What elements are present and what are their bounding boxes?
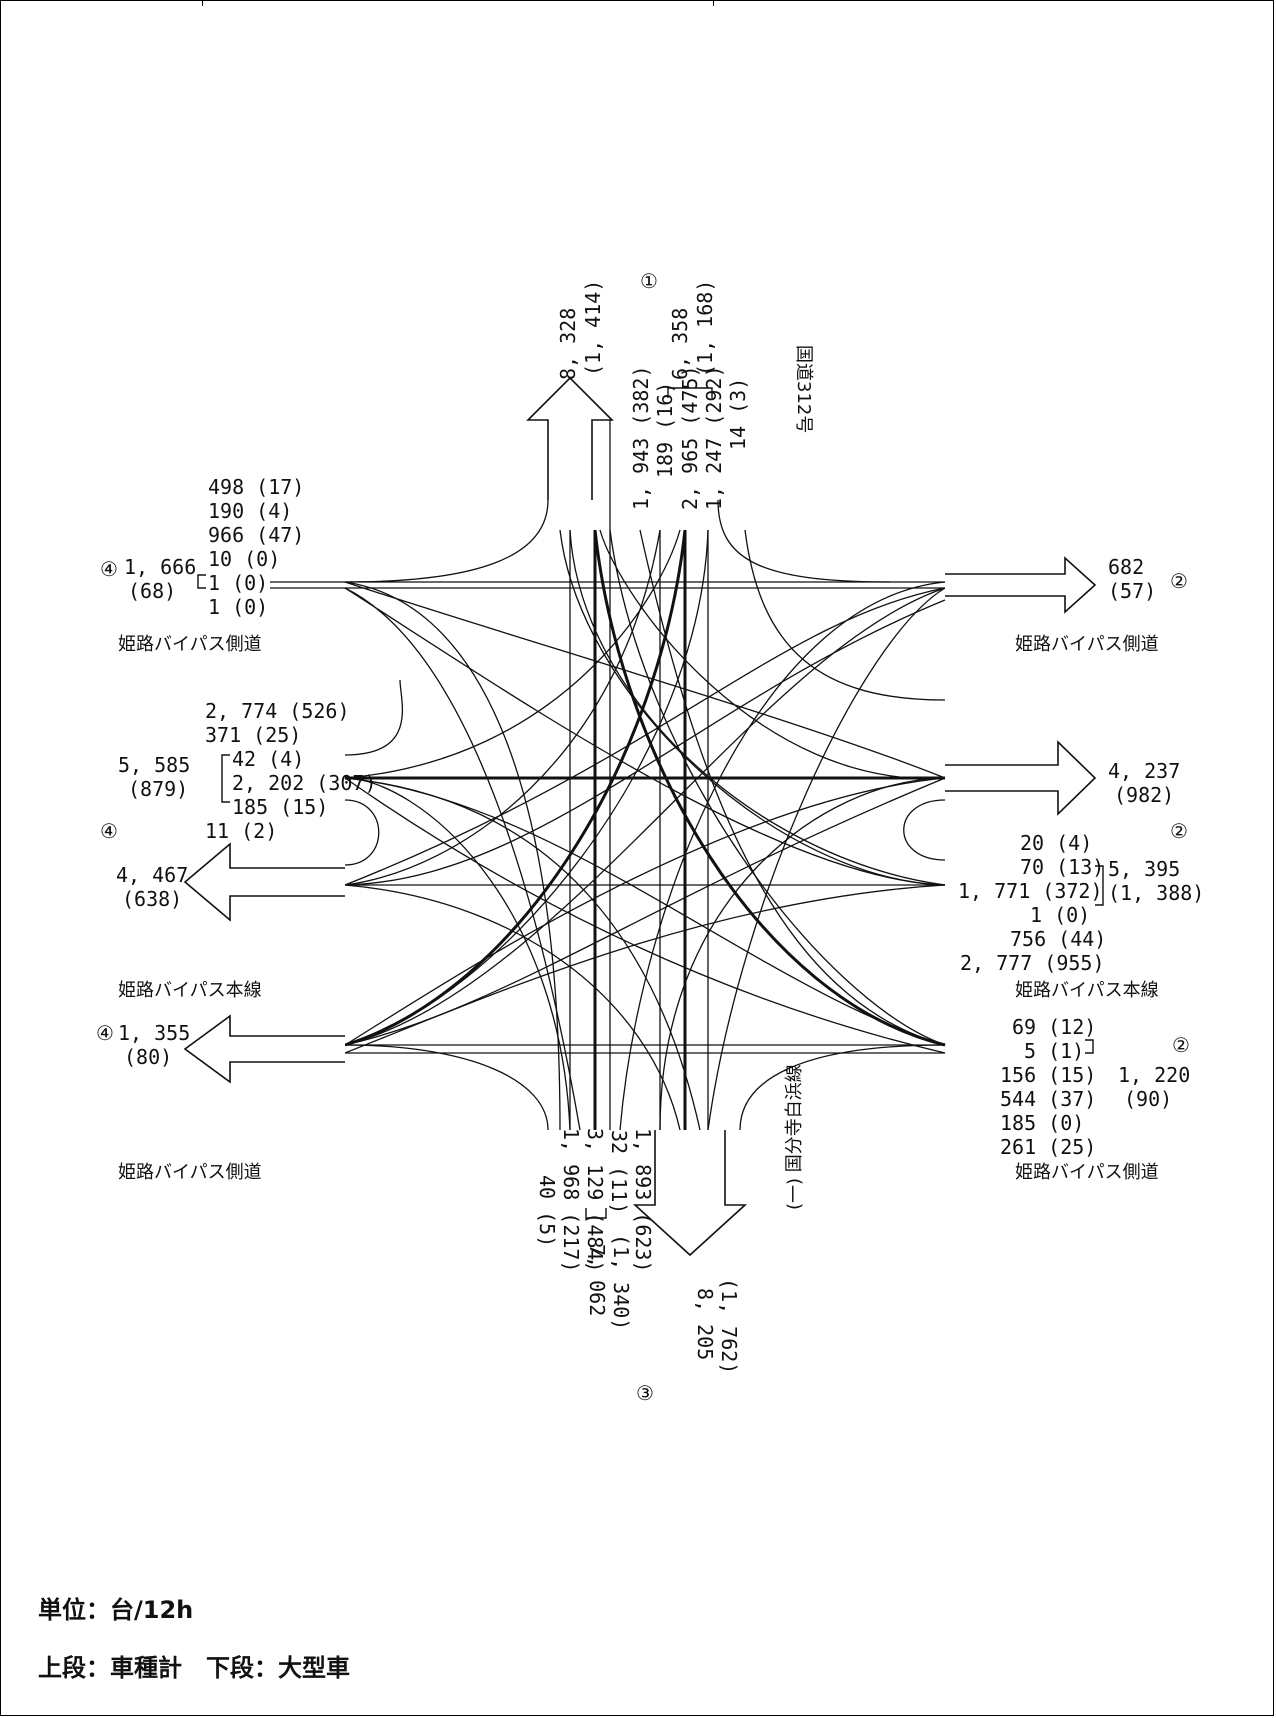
east-main-movement-1: 20 (4) [1020,831,1092,855]
west-main-exit-large: (638) [122,887,182,911]
west-frontage-road-name: 姫路バイパス側道 [118,634,262,655]
west-frontage-movement-6: 1 (0) [208,595,268,619]
west-lower-exit-large: (80) [124,1045,172,1069]
south-movement-2: 1, 968 (217) [559,1128,583,1273]
east-frontage-marker: ② [1170,569,1188,593]
east-lower-bracket [1085,1039,1094,1054]
north-exit-large: (1, 414) [581,280,605,376]
east-main-movement-5: 756 (44) [1010,927,1106,951]
north-entry-total: 6, 358 [668,308,692,380]
west-frontage-bracket [197,574,206,589]
east-lower-entry-large: (90) [1124,1087,1172,1111]
south-entry-bracket [585,1208,607,1219]
north-entry-bracket [667,387,713,398]
east-lower-marker: ② [1172,1033,1190,1057]
east-lower-movement-2: 5 (1) [1024,1039,1084,1063]
west-main-movement-5: 185 (15) [232,795,328,819]
east-frontage-exit-arrow [945,556,1097,614]
south-entry-large: (1, 340) [609,1234,633,1330]
east-lower-movement-3: 156 (15) [1000,1063,1096,1087]
west-lower-exit-arrow [183,1014,345,1084]
north-road-name: 国道312号 [793,345,814,433]
west-lower-road-name: 姫路バイパス側道 [118,1162,262,1183]
north-movement-4: 1, 247 (292) [702,366,726,511]
east-main-exit-total: 4, 237 [1108,759,1180,783]
west-frontage-movement-4: 10 (0) [208,547,280,571]
west-main-marker: ④ [100,819,118,843]
west-frontage-entry-large: (68) [128,579,176,603]
heavy-turning-curves [344,529,946,1047]
west-main-entry-total: 5, 585 [118,753,190,777]
east-frontage-road-name: 姫路バイパス側道 [1015,634,1159,655]
west-main-movement-2: 371 (25) [205,723,301,747]
west-main-movement-6: 11 (2) [205,819,277,843]
west-main-exit-arrow [183,842,345,922]
south-movement-1: 40 (5) [535,1175,559,1247]
south-movement-5: 1, 893 (623) [631,1128,655,1273]
east-main-movement-2: 70 (13) [1020,855,1104,879]
east-lower-movement-4: 544 (37) [1000,1087,1096,1111]
east-lower-entry-total: 1, 220 [1118,1063,1190,1087]
north-entry-large: (1, 168) [693,280,717,376]
south-road-name: (一) 国分寺白浜線 [784,1064,805,1210]
east-main-entry-large: (1, 388) [1108,881,1204,905]
north-movement-1: 1, 943 (382) [629,366,653,511]
south-movement-4: 32 (11) [607,1130,631,1214]
east-lower-road-name: 姫路バイパス側道 [1015,1162,1159,1183]
west-frontage-movement-5: 1 (0) [208,571,268,595]
west-main-bracket [221,754,230,803]
west-main-entry-large: (879) [128,777,188,801]
east-main-marker: ② [1170,819,1188,843]
west-main-road-name: 姫路バイパス本線 [118,980,262,1001]
west-main-exit-total: 4, 467 [116,863,188,887]
south-exit-large: (1, 762) [717,1278,741,1374]
south-entry-total: 7, 062 [585,1244,609,1316]
east-main-movement-3: 1, 771 (372) [958,879,1103,903]
east-main-movement-4: 1 (0) [1030,903,1090,927]
vehicle-type-note: 上段：車種計 下段：大型車 [38,1654,350,1682]
east-main-exit-large: (982) [1114,783,1174,807]
turning-curves [344,499,946,1131]
west-main-movement-3: 42 (4) [232,747,304,771]
north-exit-arrow [526,376,614,500]
east-main-exit-arrow [945,740,1097,816]
north-marker: ① [640,269,658,293]
east-frontage-exit-large: (57) [1108,579,1156,603]
east-main-bracket [1095,865,1104,906]
units-note: 単位：台/12h [38,1596,194,1624]
south-marker: ③ [636,1381,654,1405]
east-frontage-exit-total: 682 [1108,555,1144,579]
west-lower-exit-total: 1, 355 [118,1021,190,1045]
west-frontage-movement-3: 966 (47) [208,523,304,547]
east-main-road-name: 姫路バイパス本線 [1015,980,1159,1001]
west-frontage-movement-1: 498 (17) [208,475,304,499]
west-frontage-movement-2: 190 (4) [208,499,292,523]
north-exit-total: 8, 328 [556,308,580,380]
north-movement-2: 189 (16) [653,382,677,478]
east-lower-movement-6: 261 (25) [1000,1135,1096,1159]
west-frontage-marker: ④ [100,557,118,581]
west-main-movement-1: 2, 774 (526) [205,699,350,723]
south-exit-total: 8, 205 [693,1288,717,1360]
west-frontage-entry-total: 1, 666 [124,555,196,579]
east-main-movement-6: 2, 777 (955) [960,951,1105,975]
east-main-entry-total: 5, 395 [1108,857,1180,881]
south-exit-arrow [632,1130,748,1257]
west-main-movement-4: 2, 202 (307) [232,771,377,795]
north-movement-3: 2, 965 (475) [678,366,702,511]
east-lower-movement-1: 69 (12) [1012,1015,1096,1039]
east-lower-movement-5: 185 (0) [1000,1111,1084,1135]
west-lower-marker: ④ [96,1021,114,1045]
north-movement-5: 14 (3) [726,378,750,450]
south-movement-3: 3, 129 (484) [583,1128,607,1273]
